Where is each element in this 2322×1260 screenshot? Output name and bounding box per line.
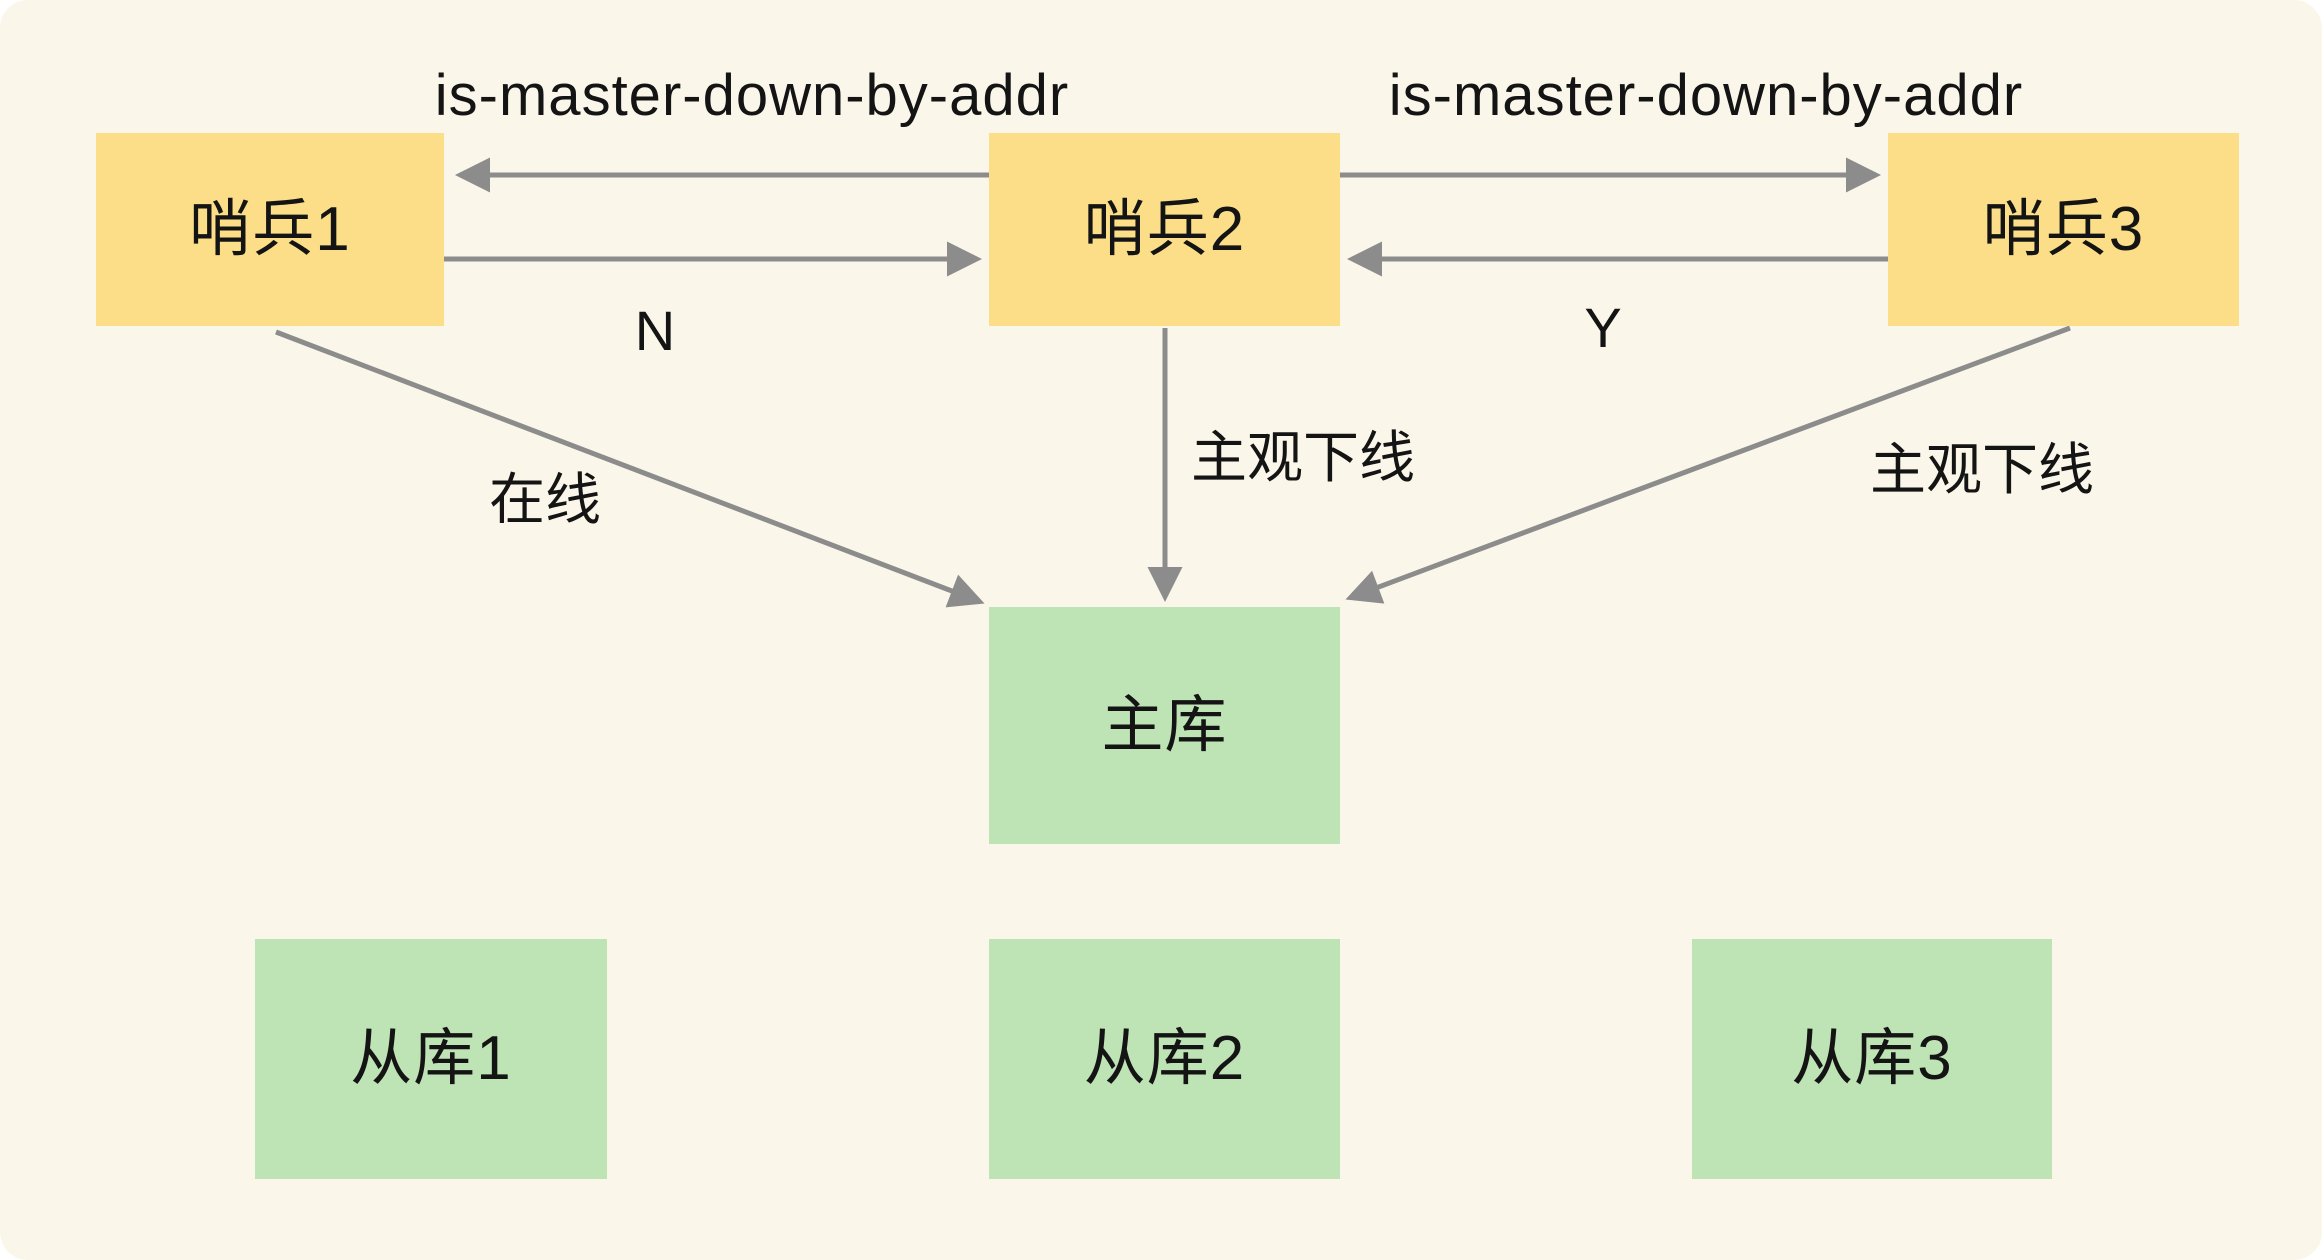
node-sentinel-1-label: 哨兵1 <box>189 194 351 264</box>
node-master-label: 主库 <box>1101 690 1228 760</box>
edge-label-subjective-down-mid: 主观下线 <box>1191 426 1415 489</box>
node-slave-3-label: 从库3 <box>1791 1024 1953 1093</box>
edge-label-reply-n: N <box>634 299 676 362</box>
edge-sentinel1-to-master <box>275 329 985 608</box>
edge-label-reply-y: Y <box>1584 296 1622 359</box>
edge-label-is-master-down-right: is-master-down-by-addr <box>1388 63 2024 128</box>
node-sentinel-2-label: 哨兵2 <box>1083 194 1246 264</box>
edge-label-online: 在线 <box>489 468 601 531</box>
node-master: 主库 <box>989 607 1340 844</box>
node-sentinel-3: 哨兵3 <box>1888 133 2239 326</box>
node-slave-2: 从库2 <box>989 939 1340 1179</box>
node-sentinel-2: 哨兵2 <box>989 133 1340 326</box>
node-slave-2-label: 从库2 <box>1083 1024 1246 1093</box>
node-sentinel-1: 哨兵1 <box>96 133 444 326</box>
edge-label-is-master-down-left: is-master-down-by-addr <box>434 63 1070 128</box>
node-slave-3: 从库3 <box>1692 939 2052 1179</box>
edge-sentinel3-to-master <box>1345 325 2071 604</box>
node-slave-1-label: 从库1 <box>350 1024 512 1093</box>
edge-label-subjective-down-right: 主观下线 <box>1870 438 2094 501</box>
node-slave-1: 从库1 <box>255 939 607 1179</box>
node-sentinel-3-label: 哨兵3 <box>1982 194 2145 264</box>
